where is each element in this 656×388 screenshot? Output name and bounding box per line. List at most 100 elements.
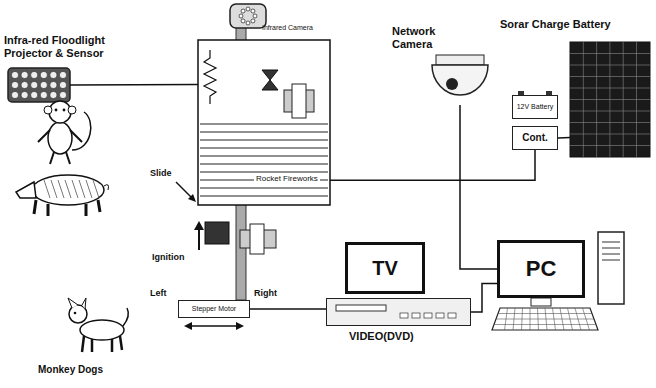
part-label: Slide: [150, 168, 172, 178]
firework-tube: [200, 124, 328, 125]
part-label-holder: Slide: [150, 168, 172, 178]
firework-tube: [200, 188, 328, 189]
node-label: Infra-red Floodlight Projector & Sensor: [4, 34, 105, 59]
floodlight-led: [40, 91, 47, 98]
panel-grid: [570, 76, 650, 77]
wire: [471, 284, 497, 313]
rotation-arrow: [190, 325, 238, 327]
boar-fur: [86, 180, 92, 198]
video-button: [448, 313, 456, 318]
firework-tube: [200, 140, 328, 141]
wire: [250, 308, 326, 310]
keyboard-keys: [545, 308, 547, 330]
floodlight-led: [59, 71, 66, 78]
monkey-head: [49, 101, 71, 123]
keyboard-keys: [560, 308, 564, 330]
panel-grid: [570, 145, 650, 146]
keyboard-keys: [505, 308, 508, 330]
part-label: Ignition: [152, 252, 185, 262]
keyboard-keys: [522, 308, 523, 330]
camera-mount: [436, 55, 484, 65]
floodlight-led: [59, 81, 66, 88]
disc-slot: [336, 305, 386, 311]
dog-ears: [68, 298, 86, 309]
battery-box: 12V Battery: [512, 95, 558, 119]
keyboard-keys: [498, 313, 592, 314]
monkey-body: [48, 122, 72, 154]
boar: [16, 175, 109, 216]
monkey-limbs: [38, 130, 82, 164]
floodlight-led: [59, 91, 66, 98]
spring-symbol: [204, 50, 216, 104]
pc-monitor: PC: [497, 240, 585, 298]
solar-panel: Sorar Charge Battery: [570, 42, 650, 157]
boar-body: [32, 175, 104, 205]
panel-grid: [570, 88, 650, 89]
wire: [558, 137, 570, 139]
boar-head: [16, 182, 36, 198]
text-holder: Infra-red Floodlight Projector & Sensor: [4, 34, 134, 59]
node-label: Stepper Motor: [192, 305, 236, 313]
camera-led: [246, 7, 250, 11]
boar-fur: [93, 180, 99, 198]
floodlight-led: [31, 81, 38, 88]
firework-tube: [200, 164, 328, 165]
solar-panel-body: [570, 42, 650, 157]
camera-led: [251, 19, 255, 23]
node-label: Cont.: [522, 132, 548, 144]
launcher-housing: [198, 40, 330, 205]
boar-fur: [79, 180, 85, 198]
drive-bay: [602, 242, 620, 243]
node-label: Sorar Charge Battery: [500, 18, 611, 30]
text-holder: Stepper Motor: [179, 301, 249, 317]
floodlight-led: [21, 81, 28, 88]
floodlight-led: [50, 91, 57, 98]
dog: [68, 298, 128, 352]
node-label: Network Camera: [392, 25, 435, 50]
floodlight-led: [40, 71, 47, 78]
firework-tube: [200, 196, 328, 197]
text-holder: Rocket Fireworks: [254, 174, 328, 183]
part-label: Monkey Dogs: [38, 364, 103, 375]
camera-led: [251, 9, 255, 13]
camera-led: [246, 21, 250, 25]
boar-fur: [72, 180, 78, 198]
dog-body: [80, 320, 124, 340]
keyboard-keys: [494, 324, 596, 325]
part-label-holder: Right: [254, 288, 277, 298]
node-label: Infrared Camera: [262, 24, 313, 31]
camera-led: [239, 14, 243, 18]
ignition-unit: [205, 222, 229, 244]
camera-dome: [432, 65, 488, 95]
firework-tube: [200, 156, 328, 157]
video-recorder: VIDEO(DVD): [326, 298, 471, 326]
boar-fur: [58, 180, 64, 198]
text-holder: 12V Battery: [513, 96, 557, 118]
keyboard-keys: [513, 308, 515, 330]
camera-lens: [446, 78, 458, 90]
pc-tower: [598, 232, 624, 304]
text-holder: PC: [500, 243, 582, 295]
floodlight-led: [40, 81, 47, 88]
floodlight-led: [31, 71, 38, 78]
ignition-arrow: [198, 228, 200, 250]
floodlight-led: [11, 91, 18, 98]
panel-grid: [570, 65, 650, 66]
monitor-stand: [531, 298, 551, 306]
node-label: VIDEO(DVD): [349, 330, 414, 342]
node-label: Rocket Fireworks: [254, 174, 320, 183]
floodlight-led: [11, 71, 18, 78]
boar-fur: [51, 180, 57, 198]
floodlight-led: [21, 91, 28, 98]
monkey-ear: [44, 106, 52, 114]
camera-led: [241, 9, 245, 13]
part-label-holder: Left: [150, 288, 167, 298]
panel-grid: [570, 122, 650, 123]
keyboard-keys: [575, 308, 581, 330]
wire: [70, 84, 198, 86]
part-label-holder: Ignition: [152, 252, 185, 262]
video-button: [436, 313, 444, 318]
part-label-holder: Monkey Dogs: [38, 364, 103, 375]
slide-arrow: [188, 194, 196, 202]
